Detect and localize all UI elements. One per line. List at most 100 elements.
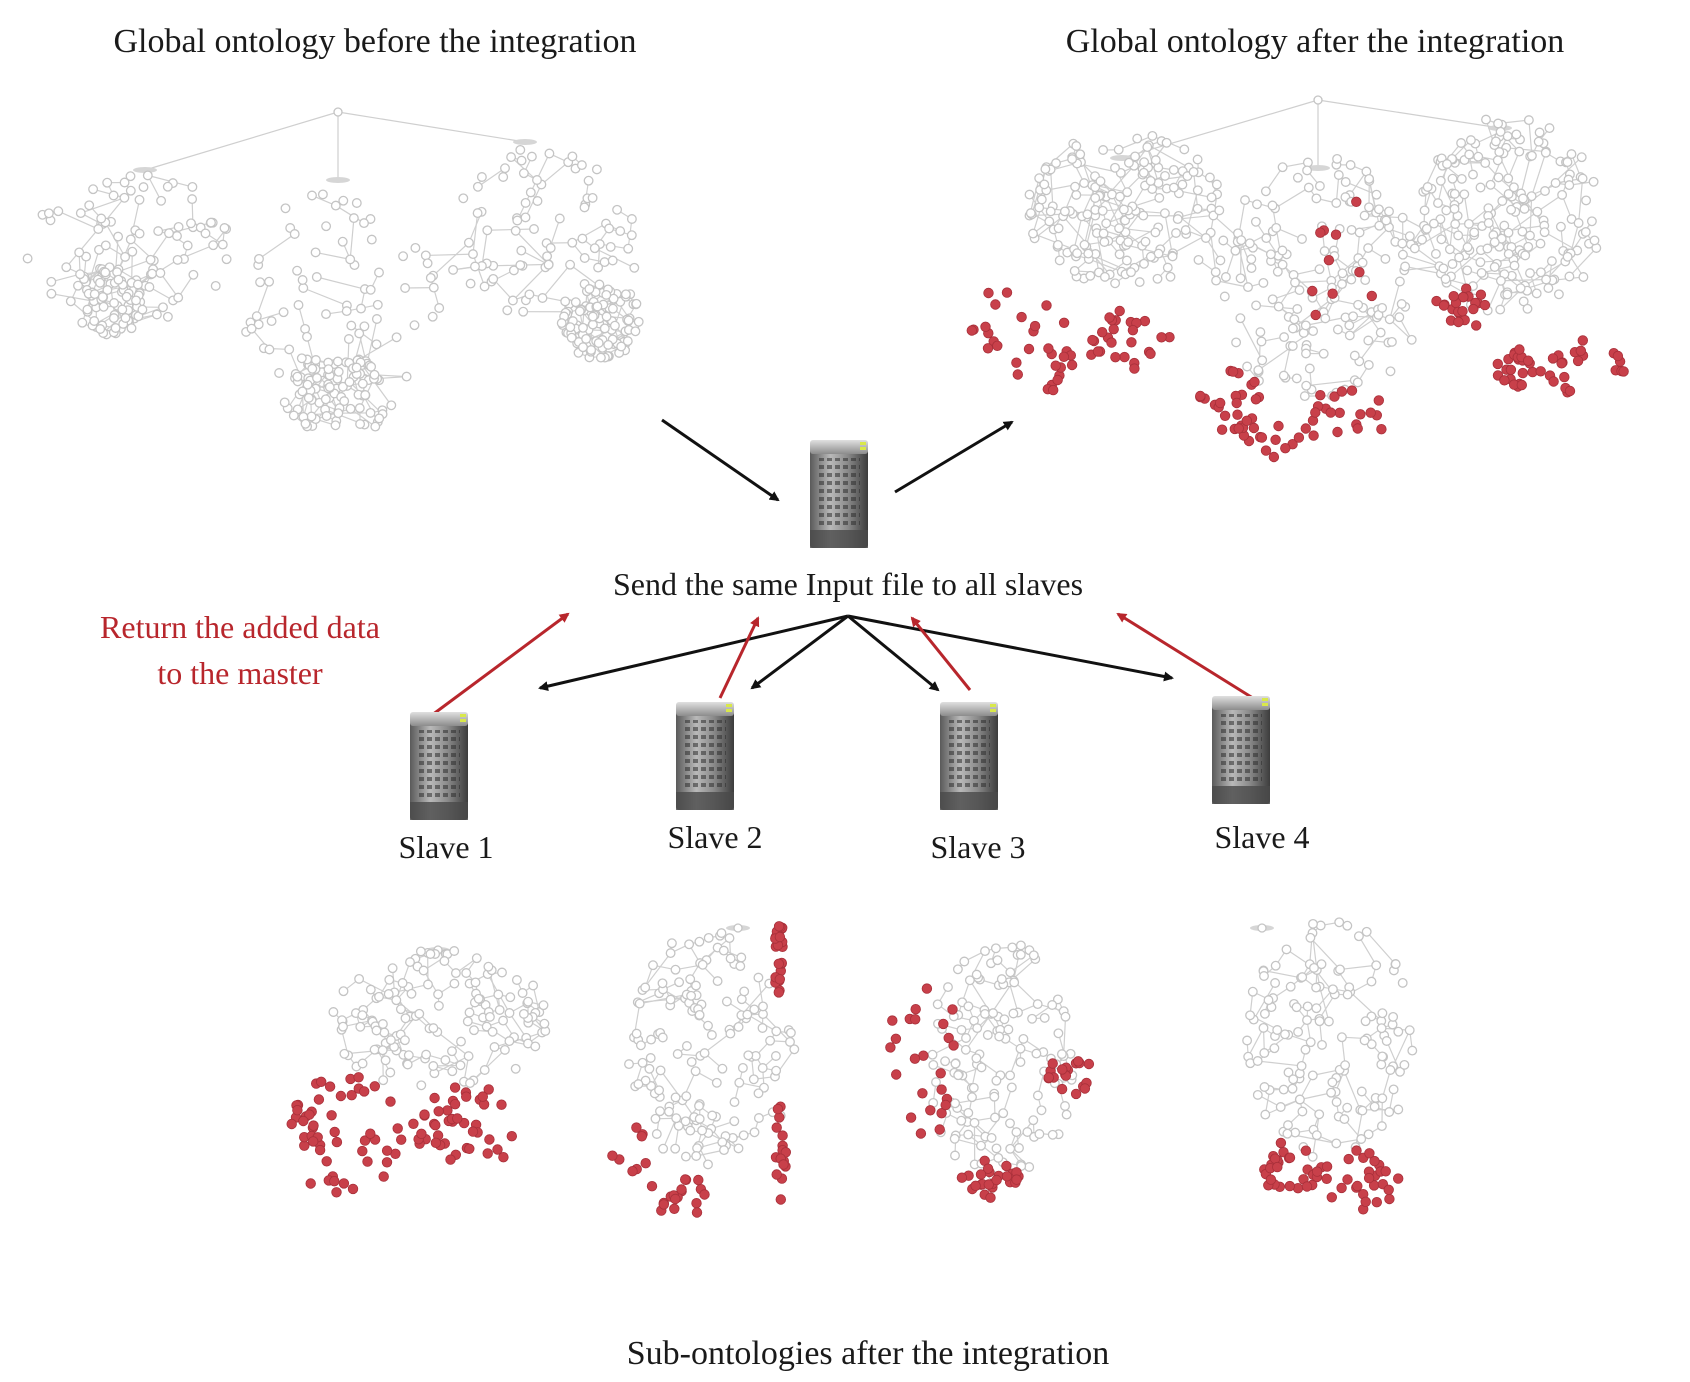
ontology-node xyxy=(464,1007,475,1018)
ontology-node xyxy=(1363,1129,1374,1140)
ontology-node xyxy=(1495,126,1506,137)
slave-2-label: Slave 2 xyxy=(667,819,762,855)
added-node xyxy=(935,1068,946,1079)
ontology-node xyxy=(1032,1090,1043,1101)
ontology-node xyxy=(1397,977,1408,988)
ontology-node xyxy=(447,1046,457,1057)
ontology-node xyxy=(1532,206,1543,217)
added-node xyxy=(936,1084,947,1095)
ontology-node xyxy=(785,1027,796,1038)
ontology-node xyxy=(671,1113,682,1124)
ontology-node xyxy=(690,1066,701,1077)
ontology-node xyxy=(1441,205,1452,216)
ontology-node xyxy=(711,1077,722,1088)
ontology-node xyxy=(339,396,350,407)
ontology-node xyxy=(489,1042,500,1052)
graph-edge xyxy=(941,1028,967,1051)
ontology-node xyxy=(357,1058,368,1069)
ontology-node xyxy=(963,1001,974,1012)
ontology-node xyxy=(1393,1104,1404,1115)
added-node xyxy=(1219,410,1231,422)
added-node xyxy=(1366,290,1378,302)
added-node xyxy=(381,1157,393,1168)
ontology-node xyxy=(324,382,335,393)
added-node xyxy=(346,1089,357,1101)
ontology-node xyxy=(1047,1000,1058,1010)
added-node xyxy=(921,983,933,994)
graph-edge xyxy=(1008,982,1019,1013)
ontology-node xyxy=(1258,277,1269,288)
ontology-node xyxy=(339,1048,350,1059)
ontology-node xyxy=(463,237,474,248)
ontology-node xyxy=(1540,147,1551,158)
ontology-node xyxy=(1047,1129,1058,1140)
ontology-node xyxy=(1384,314,1395,325)
graph-edge xyxy=(1215,280,1249,288)
ontology-node xyxy=(487,1026,498,1037)
ontology-node xyxy=(1555,221,1566,232)
ontology-node xyxy=(576,160,587,171)
ontology-node xyxy=(1275,1102,1286,1112)
ontology-node xyxy=(1447,173,1458,184)
ontology-node xyxy=(1346,274,1357,285)
added-node xyxy=(1041,300,1052,311)
ontology-node xyxy=(991,1075,1002,1086)
ontology-node xyxy=(734,1077,745,1088)
added-node xyxy=(1139,315,1151,327)
added-node xyxy=(631,1122,642,1133)
ontology-node xyxy=(297,275,308,285)
return-arrow-slave-1 xyxy=(427,612,570,720)
slave-1-server-icon xyxy=(410,712,468,820)
graph-edge xyxy=(747,1014,777,1032)
added-node xyxy=(452,1113,463,1124)
ontology-node xyxy=(344,377,355,387)
ontology-node xyxy=(1550,178,1561,188)
ontology-node xyxy=(1493,118,1504,129)
ontology-node xyxy=(717,1137,728,1148)
added-node xyxy=(1012,369,1024,380)
ontology-node xyxy=(665,994,676,1005)
ontology-node xyxy=(1242,1035,1253,1046)
added-node xyxy=(1001,1160,1012,1172)
added-node xyxy=(910,1004,921,1015)
ontology-node xyxy=(1114,191,1125,202)
ontology-node xyxy=(1009,977,1020,988)
graph-edge xyxy=(434,1055,469,1074)
ontology-node xyxy=(637,1057,648,1068)
ontology-node xyxy=(397,978,408,988)
ontology-node xyxy=(703,932,714,943)
ontology-node xyxy=(601,311,612,322)
ontology-node xyxy=(1557,189,1568,200)
ontology-node xyxy=(46,288,57,299)
ontology-node xyxy=(623,243,634,254)
ontology-node xyxy=(1468,169,1478,180)
ontology-node xyxy=(584,284,595,294)
ontology-node xyxy=(1011,1127,1022,1138)
added-node xyxy=(983,1179,995,1190)
ontology-node xyxy=(53,206,64,217)
ontology-node xyxy=(1114,223,1125,234)
ontology-node xyxy=(1361,926,1372,937)
ontology-node xyxy=(125,171,136,182)
ontology-node xyxy=(355,419,366,429)
added-node xyxy=(1310,407,1321,418)
ontology-node xyxy=(664,1106,674,1117)
added-node xyxy=(1273,420,1284,432)
ontology-node xyxy=(1099,237,1110,247)
added-node xyxy=(669,1203,680,1215)
graph-edge xyxy=(1148,144,1190,169)
ontology-node xyxy=(990,943,1001,954)
added-node xyxy=(940,1099,951,1111)
ontology-node xyxy=(1533,136,1544,147)
ontology-node xyxy=(371,339,382,350)
ontology-node xyxy=(1260,186,1271,197)
ontology-node xyxy=(1526,150,1537,161)
added-node xyxy=(331,1187,342,1198)
ontology-node xyxy=(1165,271,1176,282)
ontology-node xyxy=(1390,959,1401,970)
ontology-node xyxy=(753,1088,764,1099)
added-node xyxy=(1011,1174,1022,1185)
added-node xyxy=(1351,196,1362,208)
title-after: Global ontology after the integration xyxy=(1066,23,1565,60)
ontology-node xyxy=(132,279,143,290)
